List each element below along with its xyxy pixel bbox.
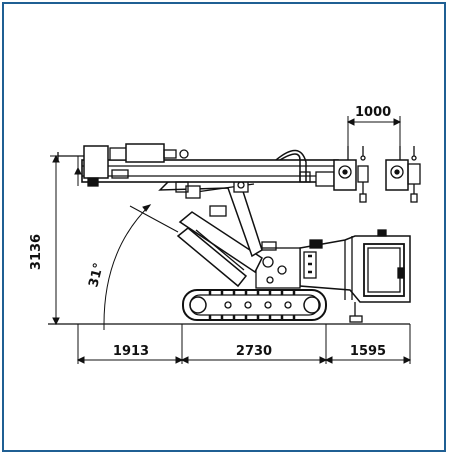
drill-mast [57, 143, 339, 217]
dim-label-front-offset: 1000 [355, 105, 391, 120]
diagram-frame [2, 2, 446, 452]
valve-block [255, 241, 317, 289]
engine-cab [299, 229, 411, 323]
dim-label-height: 3136 [29, 234, 44, 270]
drill-head-left [333, 146, 369, 203]
drill-head-right [385, 146, 421, 203]
dimension-lines [50, 116, 412, 364]
lower-boom [176, 211, 263, 288]
crawler-tracks [182, 289, 327, 321]
dim-label-angle: 31° [86, 261, 107, 288]
dim-label-front-reach: 1913 [113, 344, 149, 359]
dim-label-track-length: 2730 [236, 344, 272, 359]
dim-label-rear-overhang: 1595 [350, 344, 386, 359]
